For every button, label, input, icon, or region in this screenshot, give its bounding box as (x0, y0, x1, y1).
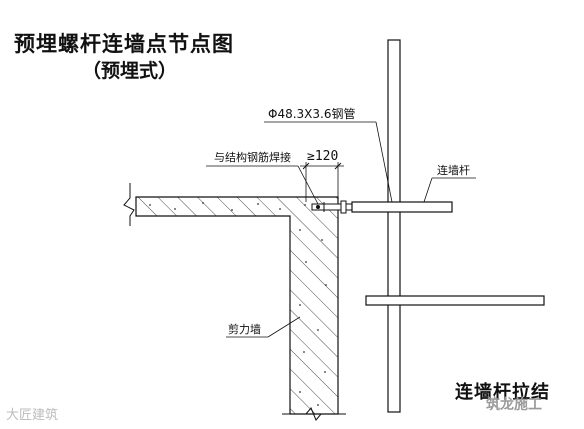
horizontal-ledger-pipe (365, 295, 545, 306)
watermark-right: 筑龙施工 (486, 397, 542, 413)
diagram-subtitle: （预埋式） (82, 60, 178, 82)
pipe-spec-label: Φ48.3X3.6钢管 (268, 106, 355, 121)
break-line-bottom (282, 407, 346, 421)
concrete-aggregate (149, 202, 327, 406)
watermark-left: 大匠建筑 (6, 408, 59, 423)
weld-label: 与结构钢筋焊接 (214, 150, 291, 164)
dimension-label: ≥120 (307, 149, 338, 164)
break-line-left (123, 183, 135, 226)
caption: 连墙杆拉结 (455, 382, 550, 403)
diagram-title: 预埋螺杆连墙点节点图 (14, 31, 234, 56)
bolt-nut (340, 200, 347, 214)
vertical-steel-pipe (387, 39, 401, 413)
tie-rod-label: 连墙杆 (437, 163, 470, 177)
shear-wall-label: 剪力墙 (228, 322, 261, 336)
tie-rod-pipe (351, 201, 453, 213)
concrete-slab-and-wall (135, 196, 339, 415)
bolt-weld-point (316, 205, 320, 209)
